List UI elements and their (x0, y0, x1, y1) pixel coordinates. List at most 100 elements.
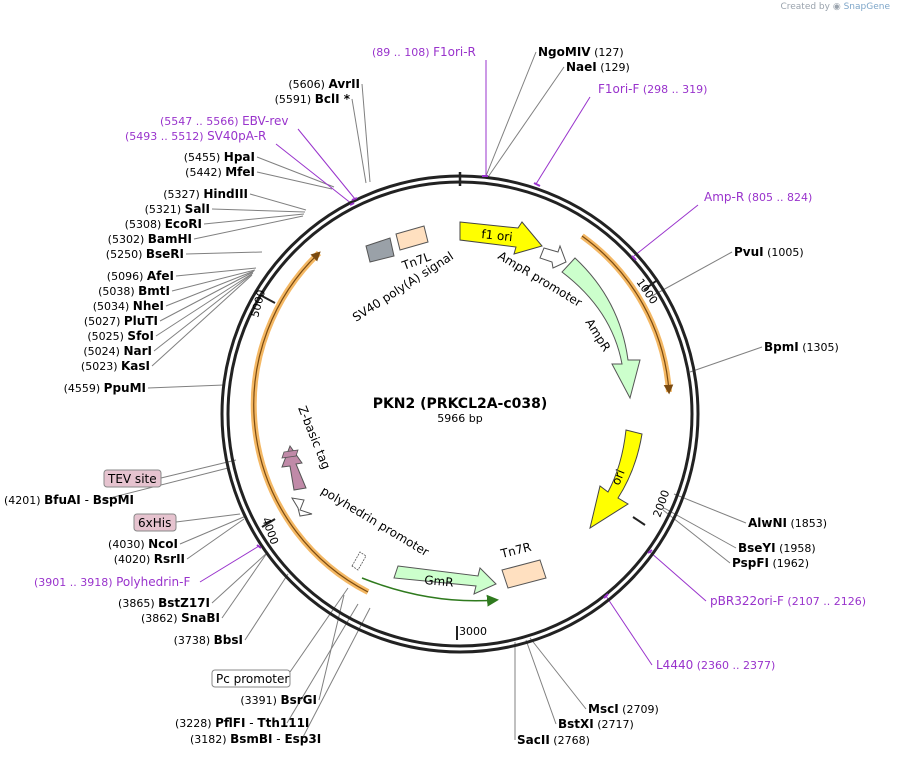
primer-line-pbr322ori-f (649, 551, 707, 602)
site-ppumi: (4559) PpuMI (64, 381, 146, 395)
site-line-nhei (165, 270, 255, 307)
site-line-bstz17i (211, 551, 269, 604)
site-name: BstZ17I (158, 596, 210, 610)
feature-sv40-polya: SV40 poly(A) signal (350, 237, 456, 325)
site-line-sfoi (155, 272, 254, 337)
primer-line-l4440 (605, 595, 653, 666)
site-name: SfoI (127, 329, 154, 343)
site-bseri: (5250) BseRI (106, 247, 184, 261)
site-name: HindIII (203, 187, 248, 201)
site-label-bmti: (5038) BmtI (98, 284, 170, 298)
snapgene-credit: Created by ◉ SnapGene (780, 2, 890, 12)
site-name: PluTI (124, 314, 158, 328)
site-pflfi: (3228) PflFI - Tth111I (175, 716, 309, 730)
polyhedrin-promoter-label: polyhedrin promoter (318, 484, 431, 560)
site-bamhi: (5302) BamHI (108, 232, 192, 246)
site-rsrii: (4020) RsrII (114, 552, 185, 566)
site-naei: NaeI (129) (566, 60, 630, 74)
site-sacii: SacII (2768) (517, 733, 590, 747)
site-label-avrii: (5606) AvrII (288, 77, 360, 91)
site-label-hindiii: (5327) HindIII (163, 187, 248, 201)
f1-ori-arrow (459, 221, 543, 255)
primer-label-polyhedrin-f: (3901 .. 3918) Polyhedrin-F (34, 575, 190, 589)
site-name: PflFI (215, 716, 245, 730)
site-name: BclI * (315, 92, 351, 106)
6xhis-label: 6xHis (138, 516, 171, 530)
site-avrii: (5606) AvrII (288, 77, 360, 91)
site-label-pvui: PvuI (1005) (734, 245, 804, 259)
site-line-pluti (159, 271, 254, 322)
site-label-bbsi: (3738) BbsI (174, 633, 243, 647)
site-position: (3228) (175, 717, 215, 730)
site-name: RsrII (154, 552, 185, 566)
site-separator: - (272, 732, 284, 746)
primer-label-l4440: L4440 (2360 .. 2377) (656, 658, 775, 672)
site-bsrgi: (3391) BsrGI (240, 693, 317, 707)
site-position: (3738) (174, 634, 214, 647)
site-label-bamhi: (5302) BamHI (108, 232, 192, 246)
pc-promoter-leader (289, 587, 349, 673)
site-line-bfuai (101, 467, 229, 501)
site-name: BbsI (214, 633, 243, 647)
primer-line-polyhedrin-f (199, 545, 260, 583)
site-position: (5038) (98, 285, 138, 298)
boxed-feature-6xhis: 6xHis (133, 513, 177, 532)
site-position: (3391) (240, 694, 280, 707)
site-position: (5606) (288, 78, 328, 91)
primer-name: F1ori-F (598, 82, 639, 96)
site-line-mfei (256, 171, 333, 190)
site-position: (1305) (799, 341, 839, 354)
site-bbsi: (3738) BbsI (174, 633, 243, 647)
site-position: (3182) (190, 733, 230, 746)
tick-label-5000: 5000 (248, 288, 268, 318)
site-line-bmti (171, 269, 256, 292)
tn7r-label: Tn7R (498, 540, 532, 561)
site-line-rsrii (186, 518, 245, 560)
site-position: (5023) (81, 360, 121, 373)
primer-line-ebv-rev (297, 128, 356, 200)
site-alwni: AlwNI (1853) (748, 516, 827, 530)
tick-2000 (632, 516, 646, 526)
site-label-ecori: (5308) EcoRI (125, 217, 202, 231)
site-name: AlwNI (748, 516, 787, 530)
ori-label: ori (609, 467, 628, 487)
site-line-avrii (361, 83, 371, 183)
site-label-bstz17i: (3865) BstZ17I (118, 596, 210, 610)
pc-promoter-label: Pc promoter (216, 672, 289, 686)
tick-marks (261, 172, 657, 640)
primer-label-sv40pa-r: (5493 .. 5512) SV40pA-R (125, 129, 266, 143)
site-sfoi: (5025) SfoI (87, 329, 154, 343)
site-position: (127) (591, 46, 624, 59)
site-label-sacii: SacII (2768) (517, 733, 590, 747)
boxed-feature-pc-promoter: Pc promoter (211, 669, 291, 688)
site-afei: (5096) AfeI (107, 269, 174, 283)
site-name: HpaI (224, 150, 255, 164)
primer-name: L4440 (656, 658, 693, 672)
site-ecori: (5308) EcoRI (125, 217, 202, 231)
pc-promoter-box (211, 669, 291, 688)
f1-ori-label: f1 ori (481, 227, 514, 244)
primer-polyhedrin-f: (3901 .. 3918) Polyhedrin-F (34, 575, 190, 589)
site-label-bcli: (5591) BclI * (275, 92, 351, 106)
site-name: BseYI (738, 541, 776, 555)
site-name: MfeI (225, 165, 255, 179)
site-position: (1958) (776, 542, 816, 555)
site-label-bstxi: BstXI (2717) (558, 717, 634, 731)
primer-range: (5547 .. 5566) (160, 115, 242, 128)
site-name: PspFI (732, 556, 769, 570)
site-label-sali: (5321) SalI (145, 202, 210, 216)
site-position: (5327) (163, 188, 203, 201)
site-bfuai: (4201) BfuAI - BspMI (4, 493, 134, 507)
tev-site-leader (160, 459, 237, 479)
site-label-sfoi: (5025) SfoI (87, 329, 154, 343)
site-position: (5591) (275, 93, 315, 106)
site-bpmi: BpmI (1305) (764, 340, 839, 354)
site-line-naei (487, 66, 565, 178)
tick-label-4000: 4000 (259, 516, 281, 547)
site-name: EcoRI (165, 217, 202, 231)
snapgene-logo-icon: ◉ (832, 2, 841, 12)
primer-sv40pa-r: (5493 .. 5512) SV40pA-R (125, 129, 266, 143)
site-name: PvuI (734, 245, 764, 259)
gmr-label: GmR (424, 573, 454, 590)
